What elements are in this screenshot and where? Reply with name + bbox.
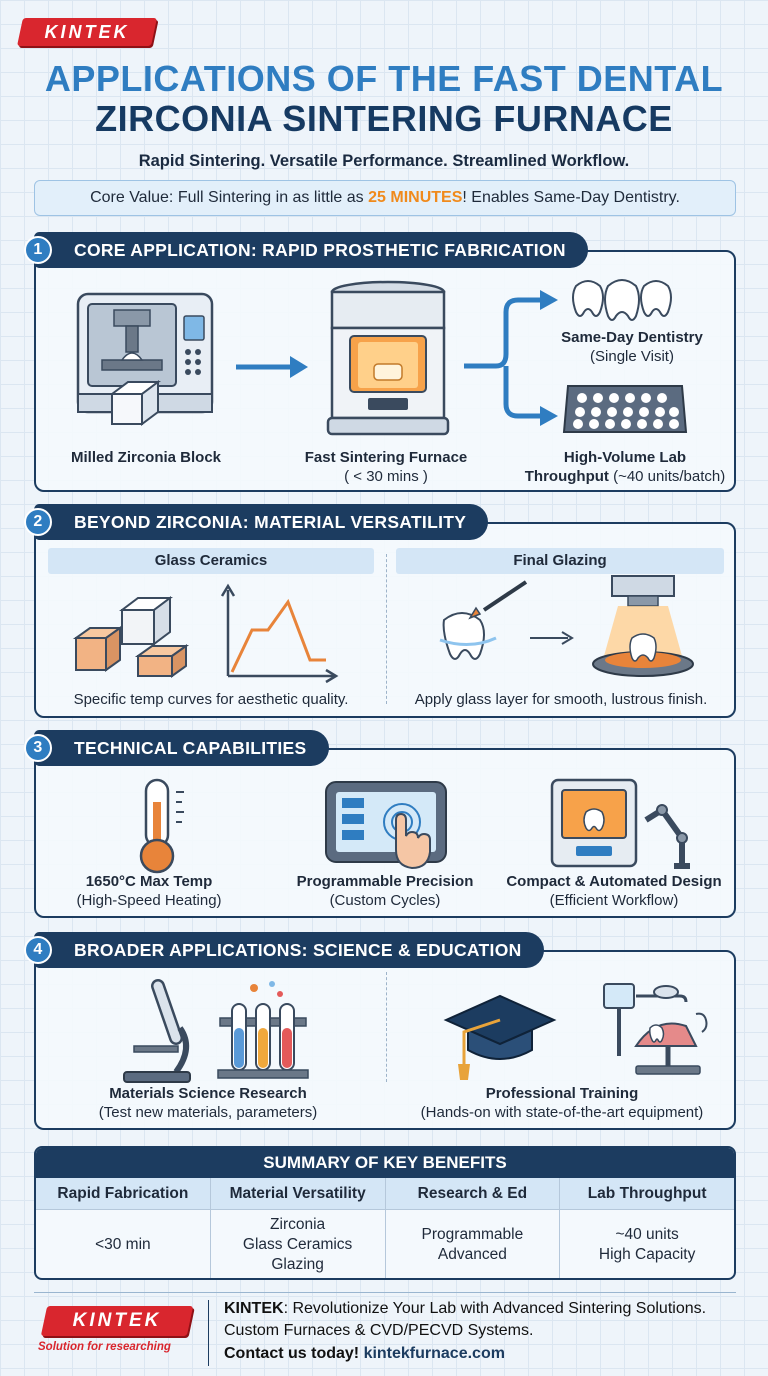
item-compact-design: Compact & Automated Design(Efficient Wor… — [506, 873, 722, 909]
tagline: Rapid Sintering. Versatile Performance. … — [138, 152, 630, 170]
core-value-banner: Core Value: Full Sintering in as little … — [34, 180, 736, 216]
temperature-curve-icon — [220, 583, 339, 684]
arrow-right-icon — [236, 356, 308, 378]
footer-logo: KINTEK — [40, 1306, 194, 1336]
robot-arm-icon — [550, 778, 690, 869]
thermometer-icon — [139, 778, 184, 874]
item-milled-zirconia: Milled Zirconia Block — [70, 449, 222, 466]
item-programmable-precision: Programmable Precision(Custom Cycles) — [296, 873, 474, 909]
glazing-furnace-icon — [592, 575, 694, 677]
footer-slogan: Solution for researching — [38, 1341, 171, 1353]
furnace-icon — [326, 280, 450, 436]
kintek-logo: KINTEK — [17, 18, 157, 46]
microscope-icon — [123, 979, 191, 1083]
test-tubes-icon — [217, 981, 309, 1079]
ceramic-blocks-icon — [72, 596, 190, 678]
panel-title-final-glazing: Final Glazing — [396, 548, 724, 574]
item-materials-science: Materials Science Research(Test new mate… — [98, 1085, 318, 1121]
item-professional-training: Professional Training(Hands-on with stat… — [420, 1085, 704, 1121]
contact-link[interactable]: kintekfurnace.com — [363, 1345, 505, 1362]
item-same-day-dentistry: Same-Day Dentistry(Single Visit) — [561, 329, 703, 365]
branch-arrows-icon — [464, 290, 558, 426]
footer-contact: Contact us today! kintekfurnace.com — [224, 1345, 505, 1362]
summary-title: SUMMARY OF KEY BENEFITS — [36, 1148, 734, 1178]
arrow-right-icon — [530, 631, 574, 645]
crown-icon — [572, 279, 672, 321]
touchscreen-icon — [325, 781, 447, 870]
tray-icon — [562, 385, 688, 433]
summary-table: SUMMARY OF KEY BENEFITS Rapid Fabricatio… — [34, 1146, 736, 1280]
caption-glass-ceramics: Specific temp curves for aesthetic quali… — [73, 691, 349, 708]
item-fast-sintering-furnace: Fast Sintering Furnace( < 30 mins ) — [304, 449, 468, 485]
footer-line-1: KINTEK: Revolutionize Your Lab with Adva… — [224, 1300, 707, 1317]
milling-machine-icon — [76, 292, 214, 426]
panel-title-glass-ceramics: Glass Ceramics — [48, 548, 374, 574]
glazing-brush-icon — [439, 580, 528, 660]
core-value-highlight: 25 MINUTES — [368, 189, 463, 206]
graduation-cap-icon — [443, 994, 557, 1080]
title-line-1: APPLICATIONS OF THE FAST DENTAL — [44, 58, 724, 99]
title-line-2: ZIRCONIA SINTERING FURNACE — [95, 98, 673, 139]
summary-column: Rapid Fabrication<30 min — [36, 1178, 211, 1278]
dental-chair-icon — [603, 983, 708, 1075]
item-max-temp: 1650°C Max Temp(High-Speed Heating) — [76, 873, 222, 909]
caption-final-glazing: Apply glass layer for smooth, lustrous f… — [414, 691, 708, 708]
footer-line-2: Custom Furnaces & CVD/PECVD Systems. — [224, 1322, 534, 1339]
